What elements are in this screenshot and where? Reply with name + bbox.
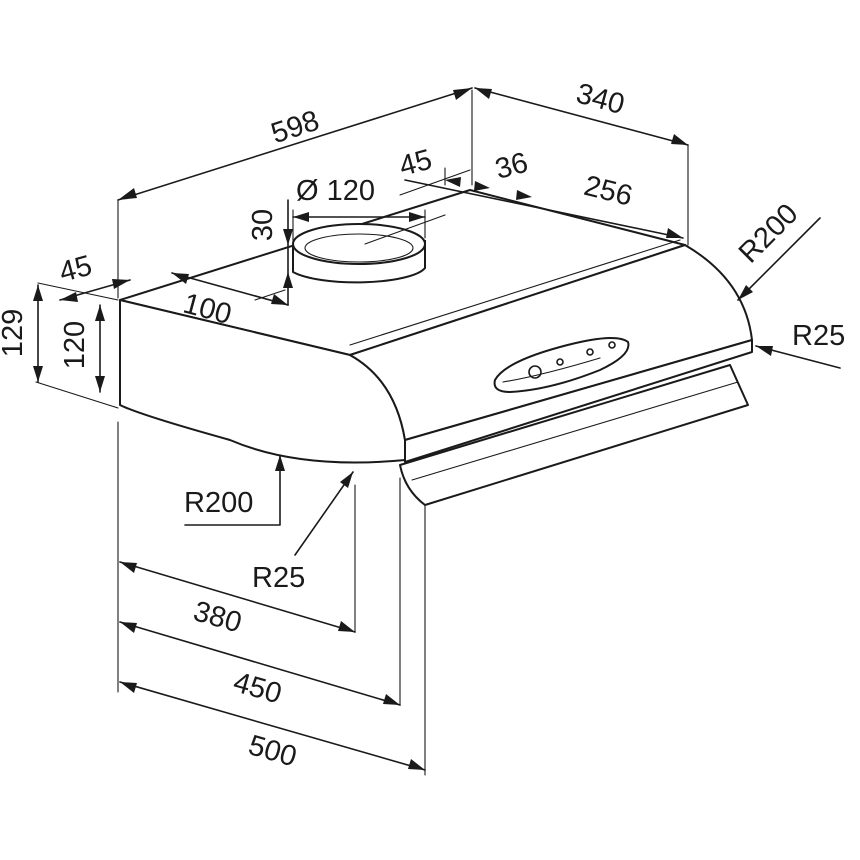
dim-front-offset: 45: [37, 250, 131, 302]
dim-outlet-height: 30: [247, 199, 293, 306]
label-radius-back-small: R25: [792, 320, 845, 352]
label-outlet-to-side: 256: [581, 170, 636, 213]
label-depth-body: 380: [190, 595, 245, 639]
label-width: 598: [267, 105, 323, 150]
label-outlet-offset-front: 45: [396, 144, 435, 183]
hood-visor: [399, 364, 749, 506]
label-depth-total: 500: [245, 729, 300, 773]
label-radius-front-small: R25: [252, 562, 305, 594]
label-outlet-diameter: Ø 120: [296, 175, 375, 207]
dim-total-height: 129: [0, 284, 119, 409]
label-radius-front-large: R200: [184, 487, 253, 519]
label-total-height: 129: [0, 309, 29, 357]
control-panel: [493, 337, 630, 393]
label-front-offset: 45: [56, 250, 95, 289]
label-outlet-height: 30: [247, 209, 279, 241]
dim-radius-front-large: R200: [184, 454, 285, 526]
label-depth: 340: [573, 78, 628, 121]
label-radius-back-large: R200: [733, 198, 805, 270]
dim-bottom-depths: 380 450 500: [117, 421, 426, 776]
dim-radius-front-small: R25: [252, 471, 354, 594]
dim-radius-back-large: R200: [733, 198, 821, 301]
label-depth-visor: 450: [230, 666, 285, 710]
label-body-height: 120: [59, 321, 91, 369]
dim-outlet-diameter: Ø 120: [292, 175, 426, 246]
dim-radius-back-small: R25: [755, 320, 845, 369]
dim-body-height: 120: [59, 304, 105, 393]
label-outlet-offset-side: 36: [492, 147, 531, 186]
